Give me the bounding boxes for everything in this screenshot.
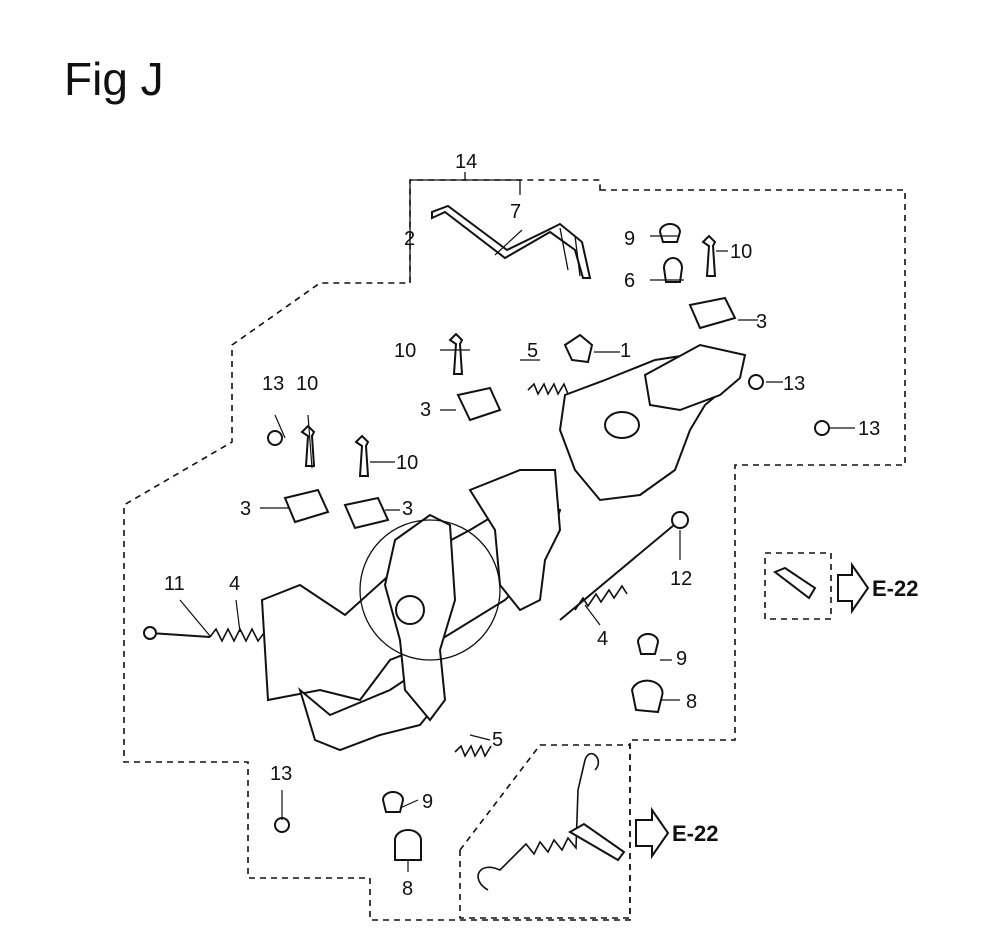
callout-2: 2: [404, 228, 415, 250]
cap-6: [662, 257, 684, 283]
governor-shaft-circle: [359, 519, 501, 661]
spring-4-right: [574, 584, 628, 611]
spring-subgroup-outline: [459, 744, 631, 919]
link-rod-end: [559, 227, 581, 277]
callout-3-mid: 3: [402, 498, 413, 520]
ref-bolt-e22: [772, 566, 817, 600]
nut-13-right-upper: [748, 374, 764, 390]
clip-plate-3-mid: [343, 496, 390, 530]
callout-4-left: 4: [229, 573, 240, 595]
callout-13-left: 13: [262, 373, 284, 395]
clip-plate-3-left: [283, 488, 330, 524]
choke-knob: [604, 411, 640, 439]
cap-9-right: [636, 633, 660, 655]
bolt-11-shank: [149, 632, 211, 638]
cap-9-top: [658, 223, 682, 243]
link-rod-bracket: [409, 172, 521, 283]
bolt-11-head: [143, 626, 157, 640]
part-1-fitting: [563, 333, 594, 364]
reference-e22-upper: E-22: [872, 576, 918, 601]
callout-9-top: 9: [624, 228, 635, 250]
callout-5-top: 5: [527, 340, 538, 362]
clip-plate-3-top: [456, 386, 502, 422]
clip-plate-3-right: [688, 296, 737, 330]
spring-bolt: [568, 822, 626, 862]
screw-10-top: [448, 332, 464, 375]
arrow-icon-ref1: [837, 561, 870, 615]
screw-10-left: [300, 424, 316, 467]
callout-9-bottom: 9: [422, 791, 433, 813]
callout-12: 12: [670, 568, 692, 590]
callout-10-center: 10: [394, 340, 416, 362]
nut-13-bottom: [274, 817, 290, 833]
callout-10-mid: 10: [396, 452, 418, 474]
arrow-icon-ref2: [635, 806, 670, 860]
callout-8-bottom: 8: [402, 878, 413, 900]
extension-spring: [477, 753, 600, 891]
callout-10-top-right: 10: [730, 241, 752, 263]
center-vertical-plate: [468, 469, 562, 612]
callout-7: 7: [510, 201, 521, 223]
callout-10-left: 10: [296, 373, 318, 395]
shaft-bore: [395, 595, 425, 625]
figure-title: Fig J: [64, 53, 164, 105]
callout-9-right: 9: [676, 648, 687, 670]
link-rod: [431, 204, 592, 279]
reference-e22-lower: E-22: [672, 821, 718, 846]
spring-5-bottom: [454, 744, 492, 758]
reference-box-e22: [764, 552, 832, 620]
callout-11: 11: [164, 573, 185, 595]
callout-13-right-upper: 13: [783, 373, 805, 395]
callout-13-right-lower: 13: [858, 418, 880, 440]
leader-lines: [179, 229, 855, 872]
bolt-12-head: [671, 511, 689, 529]
knob-8-right: [630, 679, 664, 714]
callout-5-bottom: 5: [492, 729, 503, 751]
upper-bracket-flange: [643, 343, 747, 412]
spring-4-left: [209, 627, 265, 643]
spring-5-top: [527, 382, 569, 396]
nut-13-left: [267, 430, 283, 446]
screw-10-mid: [354, 434, 370, 477]
assembly-group-outline: [123, 179, 906, 921]
callout-3-center: 3: [420, 399, 431, 421]
nut-13-right-lower: [814, 420, 830, 436]
knob-8-bottom: [394, 829, 422, 861]
callout-3-right: 3: [756, 311, 767, 333]
callout-3-left: 3: [240, 498, 251, 520]
callout-14: 14: [455, 151, 477, 173]
cap-9-bottom: [381, 791, 405, 813]
callout-4-right: 4: [597, 628, 608, 650]
callout-6: 6: [624, 270, 635, 292]
callout-8-right: 8: [686, 691, 697, 713]
callout-13-bottom: 13: [270, 763, 292, 785]
callout-1: 1: [620, 340, 631, 362]
screw-10-right: [701, 234, 717, 277]
